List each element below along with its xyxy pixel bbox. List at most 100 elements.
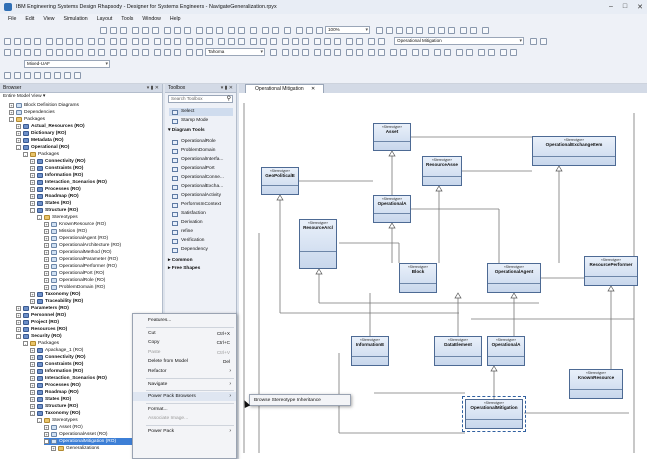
tree-item[interactable]: +Project (RO) [16,319,59,326]
menu-help[interactable]: Help [169,16,181,22]
toolbar-button-icon[interactable] [54,72,61,79]
toolbar-button-icon[interactable] [76,38,83,45]
toolbar-button-icon[interactable] [110,38,117,45]
toolbox-item[interactable]: OperationalInterfa... [172,156,223,164]
toolbar-button-icon[interactable] [356,49,363,56]
toolbar-button-icon[interactable] [76,49,83,56]
expand-icon[interactable]: + [30,299,35,304]
toolbox-section-common[interactable]: ▸ Common [168,258,193,263]
expand-icon[interactable]: + [44,432,49,437]
expand-icon[interactable]: + [30,180,35,185]
toolbar-button-icon[interactable] [34,72,41,79]
toolbar-button-icon[interactable] [378,38,385,45]
expand-icon[interactable]: + [30,404,35,409]
tree-item[interactable]: +Block Definition Diagrams [9,102,79,109]
collapse-icon[interactable]: - [16,334,21,339]
diagram-block[interactable]: «Stereotype»OperationalAgent [487,263,541,293]
diagram-block[interactable]: «Stereotype»ResourceArcl [299,219,337,269]
minimize-icon[interactable]: – [608,3,613,10]
tree-item[interactable]: +Resources (RO) [16,326,67,333]
menu-window[interactable]: Window [142,16,161,22]
tree-item[interactable]: +Taxonomy (RO) [30,291,80,298]
tree-item[interactable]: -Packages [23,151,59,158]
tree-item[interactable]: +Parameters (RO) [16,305,69,312]
toolbar-button-icon[interactable] [306,27,313,34]
expand-icon[interactable]: + [44,243,49,248]
toolbar-button-icon[interactable] [34,49,41,56]
toolbar-button-icon[interactable] [206,38,213,45]
tree-item[interactable]: +Metadata (RO) [16,137,64,144]
toolbar-button-icon[interactable] [250,27,257,34]
toolbar-button-icon[interactable] [46,38,53,45]
collapse-icon[interactable]: - [37,215,42,220]
tree-item[interactable]: +Interaction_Scenarios (RO) [30,179,107,186]
toolbar-button-icon[interactable] [434,49,441,56]
expand-icon[interactable]: + [30,173,35,178]
menu-view[interactable]: View [43,16,55,22]
collapse-icon[interactable]: - [37,418,42,423]
expand-icon[interactable]: + [16,306,21,311]
toolbar-button-icon[interactable] [324,49,331,56]
toolbar-button-icon[interactable] [314,49,321,56]
toolbar-button-icon[interactable] [164,49,171,56]
toolbar-button-icon[interactable] [368,38,375,45]
tree-item[interactable]: +Constraints (RO) [30,361,83,368]
expand-icon[interactable]: + [30,187,35,192]
toolbox-section-free-shapes[interactable]: ▸ Free Shapes [168,266,201,271]
toolbar-button-icon[interactable] [448,27,455,34]
toolbox-item[interactable]: OperationalConne... [172,174,224,182]
tree-item[interactable]: +OperationalPerformer (RO) [44,263,117,270]
tree-item[interactable]: +Connectivity (RO) [30,354,86,361]
toolbar-button-icon[interactable] [154,38,161,45]
toolbar-button-icon[interactable] [396,27,403,34]
toolbox-item[interactable]: ProblemDomain [172,147,215,155]
tree-item[interactable]: +KnownResource (RO) [44,221,106,228]
menu-tools[interactable]: Tools [121,16,134,22]
expand-icon[interactable]: + [44,229,49,234]
toolbar-button-icon[interactable] [142,38,149,45]
maximize-icon[interactable]: □ [622,3,628,10]
expand-icon[interactable]: + [44,257,49,262]
expand-icon[interactable]: + [30,159,35,164]
close-icon[interactable]: ✕ [637,4,643,11]
toolbar-button-icon[interactable] [120,27,127,34]
toolbar-button-icon[interactable] [142,49,149,56]
toolbar-button-icon[interactable] [250,38,257,45]
tree-item[interactable]: -Structure (RO) [30,207,78,214]
toolbox-item[interactable]: Verification [172,237,204,245]
toolbar-button-icon[interactable] [174,49,181,56]
toolbar-button-icon[interactable] [184,27,191,34]
close-tab-icon[interactable]: ✕ [311,86,316,92]
toolbar-button-icon[interactable] [416,27,423,34]
toolbar-button-icon[interactable] [260,38,267,45]
expand-icon[interactable]: + [16,138,21,143]
tree-item[interactable]: +Generalizations [51,445,99,452]
toolbar-button-icon[interactable] [346,38,353,45]
diagram-canvas[interactable]: «Stereotype»Asset«Stereotype»Operational… [239,93,647,459]
tree-item[interactable]: -OperationalMitigation (RO) [44,438,154,445]
toolbar-button-icon[interactable] [98,38,105,45]
tree-item[interactable]: -Stereotypes [37,214,78,221]
tree-item[interactable]: -Packages [23,340,59,347]
toolbar-button-icon[interactable] [24,49,31,56]
toolbox-item[interactable]: OperationalRole [172,138,216,146]
toolbox-section-diagram-tools[interactable]: ▾ Diagram Tools [168,128,205,133]
toolbox-item[interactable]: OperationalPort [172,165,215,173]
collapse-icon[interactable]: - [9,117,14,122]
profile-combo[interactable]: Mixed-UAF [24,60,110,68]
toolbar-button-icon[interactable] [196,27,203,34]
tree-item[interactable]: +Apackage_1 (RO) [30,347,83,354]
toolbar-button-icon[interactable] [24,38,31,45]
menu-item-power-pack-browsers[interactable]: Power Pack Browsers› [133,392,236,402]
panel-controls-icon[interactable]: ▾ ▮ ✕ [220,85,233,91]
expand-icon[interactable]: + [30,166,35,171]
tree-item[interactable]: +OperationalMethod (RO) [44,249,112,256]
diagram-block[interactable]: «Stereotype»DataElement [434,336,482,366]
tree-item[interactable]: +Information (RO) [30,368,83,375]
collapse-icon[interactable]: - [23,341,28,346]
toolbar-button-icon[interactable] [314,38,321,45]
toolbar-button-icon[interactable] [390,49,397,56]
expand-icon[interactable]: + [30,383,35,388]
toolbar-button-icon[interactable] [400,49,407,56]
